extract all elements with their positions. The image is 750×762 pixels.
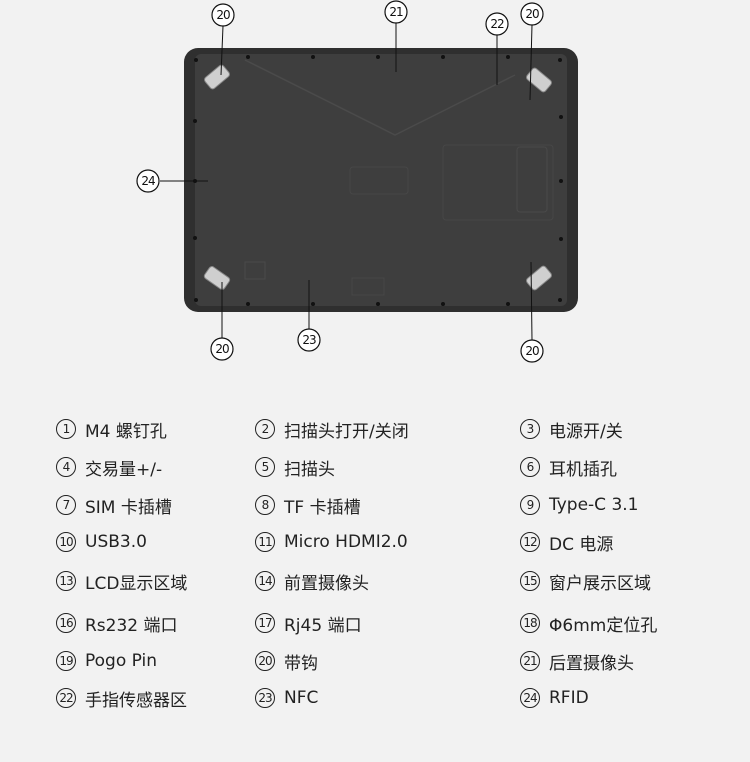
legend-number: 11	[255, 532, 275, 552]
legend-number: 16	[56, 613, 76, 633]
legend-number: 19	[56, 651, 76, 671]
legend-item: 20 带钩	[255, 648, 318, 674]
legend-number: 20	[255, 651, 275, 671]
legend-number: 10	[56, 532, 76, 552]
legend-label: NFC	[284, 688, 319, 708]
legend-label: 扫描头	[284, 459, 335, 480]
legend-label: SIM 卡插槽	[85, 497, 172, 518]
legend-item: 14 前置摄像头	[255, 568, 369, 594]
leader-lines	[160, 23, 533, 341]
legend-item: 21 后置摄像头	[520, 648, 634, 674]
hook-icons	[203, 64, 552, 291]
tablet-body	[184, 48, 578, 312]
legend-label: TF 卡插槽	[284, 497, 361, 518]
callout-20-top-left: 20	[216, 8, 230, 22]
legend-label: 耳机插孔	[549, 459, 617, 480]
legend-number: 14	[255, 571, 275, 591]
legend-item: 15 窗户展示区域	[520, 568, 651, 594]
legend-item: 9 Type-C 3.1	[520, 492, 639, 518]
legend-item: 19 Pogo Pin	[56, 648, 157, 674]
legend-label: M4 螺钉孔	[85, 421, 167, 442]
legend-item: 8 TF 卡插槽	[255, 492, 361, 518]
legend-label: Rj45 端口	[284, 615, 362, 636]
legend-item: 4 交易量+/-	[56, 454, 162, 480]
legend-label: Φ6mm定位孔	[549, 615, 658, 636]
legend-number: 6	[520, 457, 540, 477]
legend-label: 带钩	[284, 653, 318, 674]
legend-label: Pogo Pin	[85, 651, 158, 671]
legend-number: 13	[56, 571, 76, 591]
legend-item: 17 Rj45 端口	[255, 610, 362, 636]
legend-number: 24	[520, 688, 540, 708]
callout-21: 21	[389, 5, 403, 19]
legend-number: 1	[56, 419, 76, 439]
legend-label: Micro HDMI2.0	[284, 532, 408, 552]
legend-item: 7 SIM 卡插槽	[56, 492, 172, 518]
legend-item: 2 扫描头打开/关闭	[255, 416, 409, 442]
legend-item: 3 电源开/关	[520, 416, 623, 442]
callouts	[136, 0, 544, 363]
legend-number: 15	[520, 571, 540, 591]
legend-number: 23	[255, 688, 275, 708]
legend-number: 21	[520, 651, 540, 671]
legend-label: 手指传感器区	[85, 690, 187, 711]
legend-item: 12 DC 电源	[520, 529, 613, 555]
legend-number: 22	[56, 688, 76, 708]
callout-22: 22	[490, 17, 504, 31]
legend-label: Type-C 3.1	[549, 495, 639, 515]
legend-number: 3	[520, 419, 540, 439]
legend-label: RFID	[549, 688, 589, 708]
legend-label: 前置摄像头	[284, 573, 369, 594]
callout-24: 24	[141, 174, 155, 188]
legend-item: 18 Φ6mm定位孔	[520, 610, 657, 636]
legend-item: 13 LCD显示区域	[56, 568, 187, 594]
legend-item: 6 耳机插孔	[520, 454, 617, 480]
legend-number: 12	[520, 532, 540, 552]
legend-item: 24 RFID	[520, 685, 589, 711]
legend-item: 23 NFC	[255, 685, 318, 711]
legend-item: 1 M4 螺钉孔	[56, 416, 167, 442]
legend-label: 电源开/关	[549, 421, 623, 442]
legend-item: 22 手指传感器区	[56, 685, 187, 711]
legend-number: 18	[520, 613, 540, 633]
legend-item: 16 Rs232 端口	[56, 610, 178, 636]
legend-item: 5 扫描头	[255, 454, 335, 480]
legend-number: 8	[255, 495, 275, 515]
legend-number: 17	[255, 613, 275, 633]
legend-label: 窗户展示区域	[549, 573, 651, 594]
legend-label: USB3.0	[85, 532, 147, 552]
legend-label: 扫描头打开/关闭	[284, 421, 409, 442]
legend-label: DC 电源	[549, 534, 614, 555]
legend-number: 9	[520, 495, 540, 515]
legend-label: 交易量+/-	[85, 459, 163, 480]
legend-label: LCD显示区域	[85, 573, 188, 594]
legend-number: 5	[255, 457, 275, 477]
callout-20-top-right: 20	[525, 7, 539, 21]
legend-item: 10 USB3.0	[56, 529, 147, 555]
legend-label: 后置摄像头	[549, 653, 634, 674]
callout-23: 23	[302, 333, 316, 347]
callout-20-bottom-right: 20	[525, 344, 539, 358]
callout-20-bottom-left: 20	[215, 342, 229, 356]
legend-label: Rs232 端口	[85, 615, 178, 636]
legend-item: 11 Micro HDMI2.0	[255, 529, 408, 555]
legend-number: 7	[56, 495, 76, 515]
legend-number: 4	[56, 457, 76, 477]
legend-number: 2	[255, 419, 275, 439]
tablet-back-diagram: 20 21 22 20 24 20 23 20	[136, 0, 578, 363]
